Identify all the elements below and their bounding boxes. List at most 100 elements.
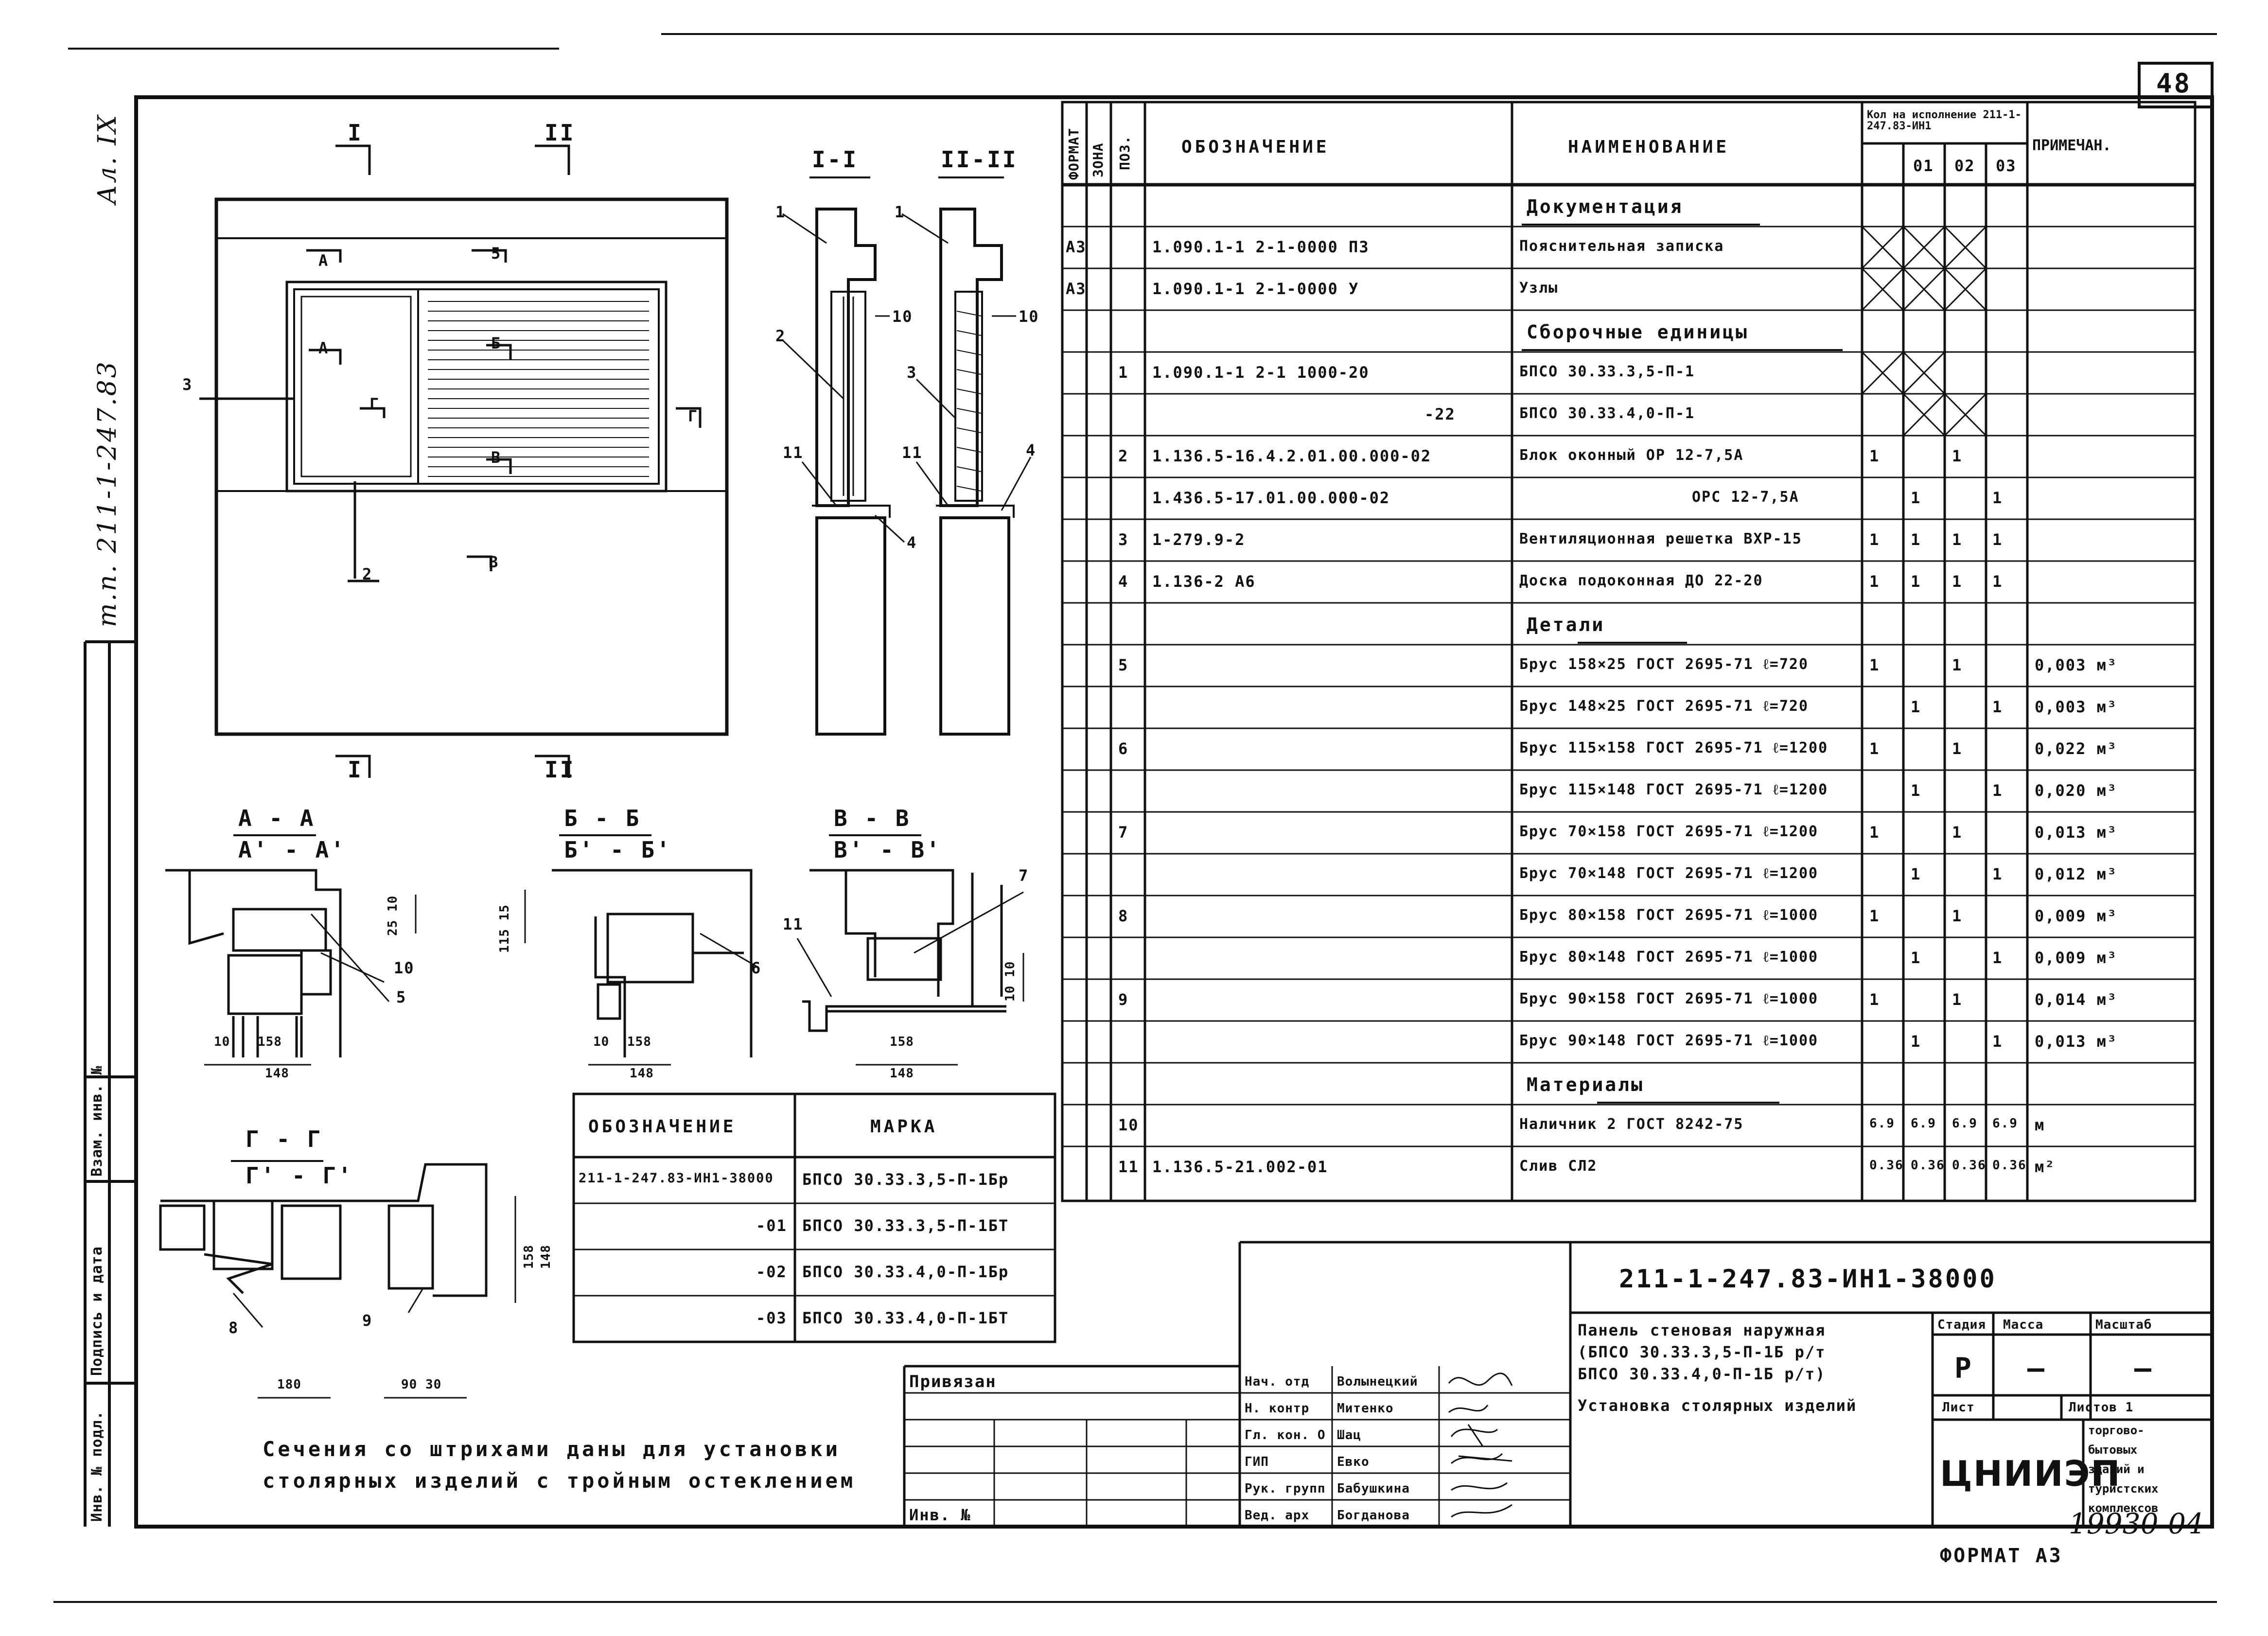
hdr-note: ПРИМЕЧАН. [2032, 137, 2111, 154]
cell-pos: 6 [1118, 739, 1129, 758]
sec-mark-v-bottom: В [489, 553, 499, 571]
cell-qty-03: 1 [1992, 572, 2003, 591]
mark-hdr-mark: МАРКА [870, 1117, 938, 1137]
hdr-zone: ЗОНА [1090, 142, 1106, 177]
cell-designation: 1.090.1-1 2-1-0000 У [1152, 280, 1359, 298]
cell-qty-base: 1 [1869, 656, 1880, 674]
cell-qty-02: 0.36 [1952, 1158, 1987, 1173]
callout-2-s1: 2 [775, 327, 786, 345]
stage-value: Р [1954, 1352, 1973, 1385]
cell-qty-02: 1 [1952, 656, 1963, 674]
sec-mark-g-left: Г [369, 395, 380, 413]
mark-value: БПСО 30.33.3,5-П-1БТ [802, 1216, 1009, 1235]
hdr-q02: 02 [1954, 157, 1975, 175]
side-code: Ал. IX [93, 113, 122, 204]
dim-10-10: 10 10 [1003, 961, 1018, 1002]
callout-4-s1: 4 [907, 533, 917, 552]
title-line-1: Панель стеновая наружная [1578, 1321, 1826, 1339]
cell-qty-base: 1 [1869, 739, 1880, 758]
cell-note: 0,013 м³ [2035, 1032, 2118, 1051]
privyazan-label: Привязан [909, 1372, 997, 1391]
sec-mark-1-top: I [348, 120, 363, 146]
cell-designation: 1.136-2 А6 [1152, 572, 1256, 591]
cell-note: 0,013 м³ [2035, 823, 2118, 842]
mark-hdr-designation: ОБОЗНАЧЕНИЕ [588, 1117, 737, 1137]
dim-10-aa: 10 [214, 1035, 230, 1049]
note-line-1: Сечения со штрихами даны для установки [263, 1437, 841, 1461]
cell-note: 0,022 м³ [2035, 739, 2118, 758]
stage-label: Стадия [1937, 1318, 1986, 1332]
cell-name: Наличник 2 ГОСТ 8242-75 [1519, 1116, 1744, 1133]
sec-mark-2-bottom: II [545, 756, 576, 783]
cell-name: Брус 158×25 ГОСТ 2695-71 ℓ=720 [1519, 656, 1809, 673]
stamp-label-replace: Взам. инв. № [88, 1065, 105, 1177]
cell-qty-01: 1 [1911, 489, 1921, 507]
dim-158-vv: 158 [890, 1035, 914, 1049]
cell-qty-base: 1 [1869, 530, 1880, 549]
page-number: 48 [2156, 68, 2192, 99]
project-vertical-label: т.п. 211-1-247.83 [93, 360, 122, 627]
cell-pos: 11 [1118, 1158, 1139, 1176]
callout-7-vv: 7 [1019, 866, 1029, 885]
section-title-b: Б - Б [564, 805, 641, 831]
hdr-format: ФОРМАТ [1066, 127, 1082, 180]
callout-2-facade: 2 [362, 565, 373, 583]
dim-148-vv: 148 [890, 1066, 914, 1081]
cell-name: Брус 70×148 ГОСТ 2695-71 ℓ=1200 [1519, 865, 1819, 882]
cell-qty-02: 1 [1952, 572, 1963, 591]
cell-name: Брус 90×148 ГОСТ 2695-71 ℓ=1000 [1519, 1032, 1819, 1049]
cell-name: Доска подоконная ДО 22-20 [1519, 572, 1763, 589]
scale-label: Масштаб [2095, 1318, 2152, 1332]
org-desc-4: туристских [2088, 1482, 2159, 1495]
callout-11-vv: 11 [783, 915, 804, 933]
callout-11-s1: 11 [783, 443, 804, 462]
org-desc-2: бытовых [2088, 1443, 2138, 1457]
cell-pos: 7 [1118, 823, 1129, 842]
sec-mark-g-right: Г [688, 407, 699, 425]
callout-9-gg: 9 [362, 1311, 373, 1330]
cell-qty-01: 1 [1911, 781, 1921, 800]
cell-designation: 1.136.5-16.4.2.01.00.000-02 [1152, 447, 1432, 465]
staff-name: Митенко [1337, 1401, 1394, 1416]
section-title-v: В - В [834, 805, 911, 831]
section-title-a: А - А [238, 805, 316, 831]
staff-name: Евко [1337, 1455, 1370, 1469]
section-title-b2: Б' - Б' [564, 837, 672, 863]
mark-designation: 211-1-247.83-ИН1-38000 [579, 1171, 774, 1186]
cell-qty-03: 1 [1992, 1032, 2003, 1051]
cell-qty-02: 1 [1952, 447, 1963, 465]
callout-1-s1: 1 [775, 203, 786, 221]
section-title-2-2: II-II [941, 146, 1018, 173]
cell-qty-01: 1 [1911, 865, 1921, 883]
sec-mark-a-bottom: А [318, 339, 329, 357]
callout-4-s2: 4 [1026, 441, 1037, 459]
sec-mark-2-top: II [545, 120, 576, 146]
mass-value: — [2027, 1352, 2046, 1385]
cell-designation: 1.090.1-1 2-1 1000-20 [1152, 363, 1370, 382]
scale-value: — [2134, 1352, 2153, 1385]
cell-qty-base: 0.36 [1869, 1158, 1904, 1173]
cell-qty-01: 1 [1911, 530, 1921, 549]
hdr-name: НАИМЕНОВАНИЕ [1568, 137, 1730, 157]
staff-role: Н. контр [1245, 1401, 1310, 1416]
cell-note: 0,014 м³ [2035, 990, 2118, 1009]
stamp-label-inv: Инв. № подл. [88, 1410, 105, 1522]
cell-qty-03: 1 [1992, 530, 2003, 549]
cell-name: Брус 115×148 ГОСТ 2695-71 ℓ=1200 [1519, 781, 1828, 798]
cell-note: 0,009 м³ [2035, 949, 2118, 967]
note-line-2: столярных изделий с тройным остеклением [263, 1469, 856, 1493]
callout-3-facade: 3 [182, 375, 193, 394]
dim-148-aa: 148 [265, 1066, 289, 1081]
cell-qty-base: 1 [1869, 990, 1880, 1009]
org-name: ЦНИИЭП [1940, 1453, 2121, 1494]
cell-pos: 8 [1118, 907, 1129, 925]
callout-6-bb: 6 [751, 959, 762, 977]
dim-158-bb: 158 [627, 1035, 651, 1049]
stamp-label-sign: Подпись и дата [88, 1246, 105, 1376]
inv-label: Инв. № [909, 1506, 971, 1524]
cell-name: Сборочные единицы [1527, 321, 1749, 343]
cell-qty-03: 1 [1992, 949, 2003, 967]
callout-5-facade: 5 [491, 244, 502, 263]
cell-qty-base: 1 [1869, 907, 1880, 925]
